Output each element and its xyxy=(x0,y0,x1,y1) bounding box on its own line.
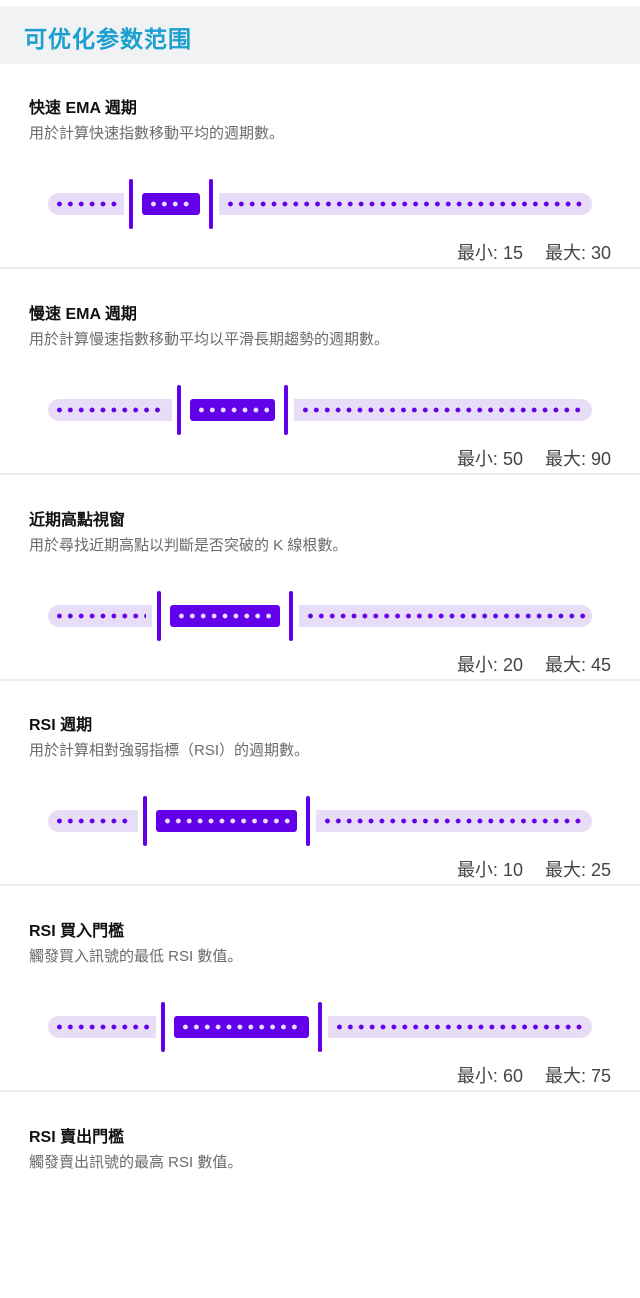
slider-track-inactive-right[interactable] xyxy=(316,810,592,832)
slider-track-active[interactable] xyxy=(190,399,275,421)
min-value: 最小: 50 xyxy=(456,449,523,469)
max-value: 最大: 45 xyxy=(544,655,611,675)
slider-max-thumb[interactable] xyxy=(209,179,213,229)
slider-track-inactive-left[interactable] xyxy=(48,193,124,215)
slider-track-inactive-right[interactable] xyxy=(219,193,592,215)
range-values: 最小: 15 最大: 30 xyxy=(457,239,611,265)
param-title: RSI 週期 xyxy=(29,717,93,734)
param-section: RSI 買入門檻 觸發買入訊號的最低 RSI 數值。 最小: 60 最大: 75 xyxy=(0,887,640,1092)
slider-track-inactive-right[interactable] xyxy=(328,1016,592,1038)
slider-min-thumb[interactable] xyxy=(143,796,147,846)
param-section: 近期高點視窗 用於尋找近期高點以判斷是否突破的 K 線根數。 最小: 20 最大:… xyxy=(0,476,640,681)
slider-max-thumb[interactable] xyxy=(318,1002,322,1052)
range-slider[interactable] xyxy=(48,385,592,435)
param-title: 慢速 EMA 週期 xyxy=(29,306,137,323)
param-description: 觸發賣出訊號的最高 RSI 數值。 xyxy=(29,1154,243,1171)
slider-track-inactive-left[interactable] xyxy=(48,605,152,627)
slider-track-active[interactable] xyxy=(156,810,297,832)
param-title: 近期高點視窗 xyxy=(29,512,126,529)
param-description: 用於計算慢速指數移動平均以平滑長期趨勢的週期數。 xyxy=(29,331,390,348)
param-description: 用於尋找近期高點以判斷是否突破的 K 線根數。 xyxy=(29,537,348,554)
param-section: 快速 EMA 週期 用於計算快速指數移動平均的週期數。 最小: 15 最大: 30 xyxy=(0,64,640,269)
range-slider[interactable] xyxy=(48,591,592,641)
range-values: 最小: 50 最大: 90 xyxy=(457,445,611,471)
param-title: RSI 買入門檻 xyxy=(29,923,125,940)
param-title: 快速 EMA 週期 xyxy=(29,100,137,117)
param-description: 用於計算快速指數移動平均的週期數。 xyxy=(29,125,285,142)
slider-min-thumb[interactable] xyxy=(161,1002,165,1052)
slider-min-thumb[interactable] xyxy=(157,591,161,641)
range-slider[interactable] xyxy=(48,796,592,846)
slider-track-active[interactable] xyxy=(142,193,200,215)
param-section: RSI 賣出門檻 觸發賣出訊號的最高 RSI 數值。 xyxy=(0,1093,640,1298)
slider-track-active[interactable] xyxy=(174,1016,309,1038)
slider-track-inactive-right[interactable] xyxy=(299,605,592,627)
range-values: 最小: 60 最大: 75 xyxy=(457,1062,611,1088)
min-value: 最小: 60 xyxy=(456,1066,523,1086)
slider-min-thumb[interactable] xyxy=(177,385,181,435)
slider-max-thumb[interactable] xyxy=(306,796,310,846)
max-value: 最大: 30 xyxy=(544,243,611,263)
range-values: 最小: 20 最大: 45 xyxy=(457,651,611,677)
slider-min-thumb[interactable] xyxy=(129,179,133,229)
max-value: 最大: 90 xyxy=(544,449,611,469)
slider-track-inactive-left[interactable] xyxy=(48,810,138,832)
page-title: 可优化参数范围 xyxy=(24,26,192,52)
range-slider[interactable] xyxy=(48,179,592,229)
min-value: 最小: 10 xyxy=(456,860,523,880)
range-values: 最小: 10 最大: 25 xyxy=(457,856,611,882)
min-value: 最小: 20 xyxy=(456,655,523,675)
slider-track-inactive-right[interactable] xyxy=(294,399,592,421)
param-description: 用於計算相對強弱指標（RSI）的週期數。 xyxy=(29,742,310,759)
slider-track-inactive-left[interactable] xyxy=(48,1016,156,1038)
param-description: 觸發買入訊號的最低 RSI 數值。 xyxy=(29,948,243,965)
range-slider[interactable] xyxy=(48,1002,592,1052)
slider-max-thumb[interactable] xyxy=(289,591,293,641)
slider-max-thumb[interactable] xyxy=(284,385,288,435)
param-section: 慢速 EMA 週期 用於計算慢速指數移動平均以平滑長期趨勢的週期數。 最小: 5… xyxy=(0,270,640,475)
page-header: 可优化参数范围 xyxy=(0,6,640,64)
param-title: RSI 賣出門檻 xyxy=(29,1129,125,1146)
max-value: 最大: 75 xyxy=(544,1066,611,1086)
slider-track-inactive-left[interactable] xyxy=(48,399,172,421)
max-value: 最大: 25 xyxy=(544,860,611,880)
slider-track-active[interactable] xyxy=(170,605,280,627)
min-value: 最小: 15 xyxy=(456,243,523,263)
param-section: RSI 週期 用於計算相對強弱指標（RSI）的週期數。 最小: 10 最大: 25 xyxy=(0,681,640,886)
